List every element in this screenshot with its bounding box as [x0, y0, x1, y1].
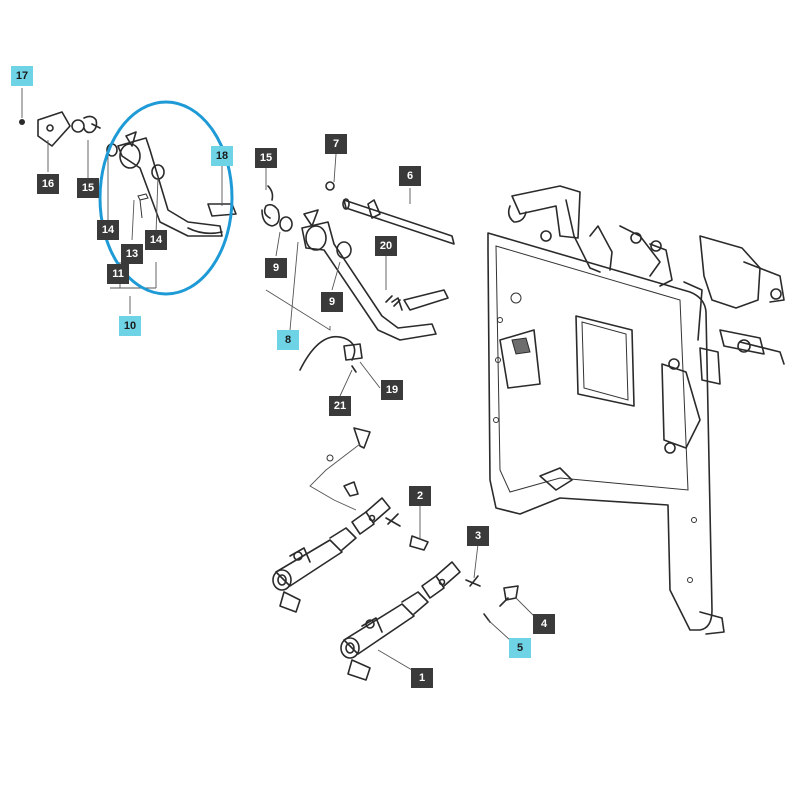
callout-11[interactable]: 11	[107, 264, 129, 284]
callout-16-label: 16	[42, 178, 54, 190]
callout-21-label: 21	[334, 400, 346, 412]
callout-14-upper-label: 14	[102, 224, 115, 236]
callout-8[interactable]: 8	[277, 330, 299, 350]
callout-9-left-label: 9	[273, 262, 279, 274]
callout-9-left[interactable]: 9	[265, 258, 287, 278]
callout-6-label: 6	[407, 170, 413, 182]
callout-20-label: 20	[380, 240, 392, 252]
callout-3-label: 3	[475, 530, 481, 542]
callout-3[interactable]: 3	[467, 526, 489, 546]
highlight-ring	[98, 100, 234, 296]
callout-14-lower[interactable]: 14	[145, 230, 167, 250]
callout-2-label: 2	[417, 490, 423, 502]
callout-13[interactable]: 13	[121, 244, 143, 264]
master-cylinder-upper	[272, 497, 391, 613]
callout-5[interactable]: 5	[509, 638, 531, 658]
callout-15-right[interactable]: 15	[255, 148, 277, 168]
clutch-pedal-arm	[261, 185, 449, 371]
callout-1[interactable]: 1	[411, 668, 433, 688]
brake-pedal-arm	[19, 111, 237, 237]
callout-10[interactable]: 10	[119, 316, 141, 336]
callout-5-label: 5	[517, 642, 523, 654]
callout-2[interactable]: 2	[409, 486, 431, 506]
callout-10-label: 10	[124, 320, 136, 332]
callout-19-label: 19	[386, 384, 398, 396]
callout-4[interactable]: 4	[533, 614, 555, 634]
callout-8-label: 8	[285, 334, 291, 346]
callout-18-label: 18	[216, 150, 228, 162]
pedal-support-frame	[487, 185, 785, 635]
leader-lines	[21, 88, 539, 671]
callout-14-lower-label: 14	[150, 234, 163, 246]
callout-20[interactable]: 20	[375, 236, 397, 256]
callout-11-label: 11	[112, 268, 124, 280]
callout-9-right-label: 9	[329, 296, 335, 308]
callout-1-label: 1	[419, 672, 425, 684]
callout-7[interactable]: 7	[325, 134, 347, 154]
callout-17[interactable]: 17	[11, 66, 33, 86]
callout-14-upper[interactable]: 14	[97, 220, 119, 240]
callout-15-left[interactable]: 15	[77, 178, 99, 198]
pins-and-clips	[326, 297, 519, 623]
callout-6[interactable]: 6	[399, 166, 421, 186]
callout-13-label: 13	[126, 248, 138, 260]
master-cylinder-lower	[340, 561, 461, 681]
callout-15-right-label: 15	[260, 152, 272, 164]
callout-18[interactable]: 18	[211, 146, 233, 166]
callout-4-label: 4	[541, 618, 548, 630]
callout-21[interactable]: 21	[329, 396, 351, 416]
callout-7-label: 7	[333, 138, 339, 150]
callout-17-label: 17	[16, 70, 28, 82]
callout-9-right[interactable]: 9	[321, 292, 343, 312]
callout-15-left-label: 15	[82, 182, 94, 194]
callout-16[interactable]: 16	[37, 174, 59, 194]
callout-19[interactable]: 19	[381, 380, 403, 400]
pedal-shaft	[325, 181, 455, 245]
